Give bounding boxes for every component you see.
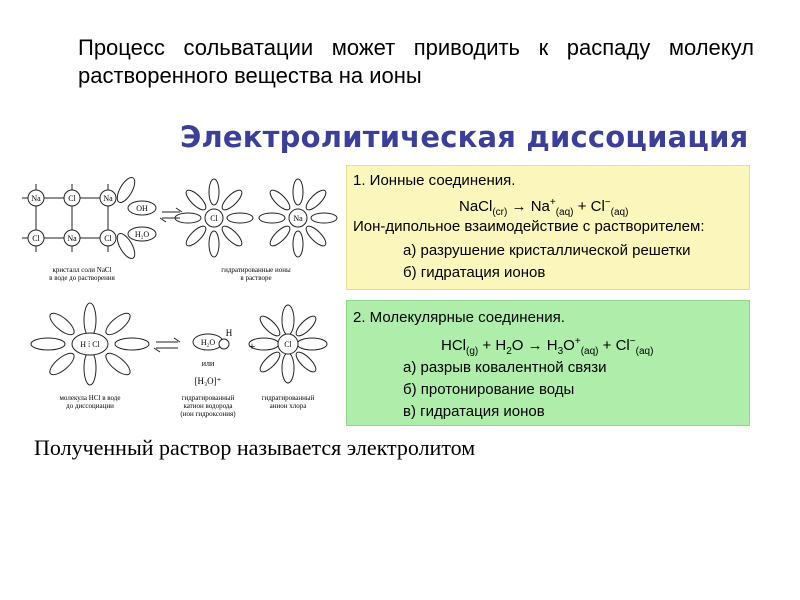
cl-label: Cl xyxy=(32,234,40,243)
molecular-compounds-box: 2. Молекулярные соединения. HCl(g) + H2O… xyxy=(346,300,750,426)
slide-image: Электролитическая диссоциация xyxy=(18,108,752,426)
plus-label: + xyxy=(249,339,256,353)
cl-label: Cl xyxy=(210,214,218,223)
ionic-equation: NaCl(cr) → Na+(aq) + Cl−(aq) xyxy=(459,197,629,218)
nacl-crystal xyxy=(22,177,157,259)
na-label: Na xyxy=(31,194,41,203)
caption: в растворе xyxy=(240,274,271,282)
na-label: Na xyxy=(103,194,113,203)
caption: гидратированные ионы xyxy=(221,266,291,274)
caption: (ион гидроксония) xyxy=(180,410,236,418)
caption: анион хлора xyxy=(270,402,308,410)
caption: до диссоциации xyxy=(66,402,114,410)
caption: гидратированный xyxy=(262,394,315,402)
intro-paragraph: Процесс сольватации может приводить к ра… xyxy=(78,35,754,88)
result-text: Полученный раствор называется электролит… xyxy=(34,435,476,460)
slide-title: Электролитическая диссоциация xyxy=(180,120,749,154)
dissociation-diagrams: Na Cl Na Cl Na Cl OH H₂O Cl Na H ⁞ Cl H₂… xyxy=(22,177,338,418)
hcl-molecule-flower xyxy=(30,302,150,386)
ionic-heading: 1. Ионные соединения. xyxy=(353,172,516,189)
h-label: H xyxy=(226,328,233,338)
caption: молекула HCl в воде xyxy=(60,394,121,402)
or-label: или xyxy=(202,359,215,368)
ion-dipole-text: Ион-дипольное взаимодействие с растворит… xyxy=(353,218,705,235)
hydrated-chloride-flower xyxy=(174,178,254,258)
oh-label: OH xyxy=(136,204,148,213)
hydronium-label: [H₃O]⁺ xyxy=(195,376,222,386)
water-label: H₂O xyxy=(201,338,216,347)
molecular-item-b: б) протонирование воды xyxy=(403,381,575,398)
na-label: Na xyxy=(67,234,77,243)
caption: кристалл соли NaCl xyxy=(52,266,111,274)
caption: катион водорода xyxy=(183,402,233,410)
hydrated-anion-flower xyxy=(248,304,328,384)
water-label: H₂O xyxy=(135,230,150,239)
ionic-compounds-box: 1. Ионные соединения. NaCl(cr) → Na+(aq)… xyxy=(346,165,750,290)
caption: гидратированный xyxy=(182,394,235,402)
hcl-label: H ⁞ Cl xyxy=(80,340,100,349)
cl-label: Cl xyxy=(284,340,292,349)
molecular-item-c: в) гидратация ионов xyxy=(403,403,545,420)
ionic-item-b: б) гидратация ионов xyxy=(403,264,546,281)
ionic-item-a: а) разрушение кристаллической решетки xyxy=(403,242,691,259)
caption: в воде до растворения xyxy=(49,274,115,282)
molecular-heading: 2. Молекулярные соединения. xyxy=(353,309,565,326)
molecular-item-a: а) разрыв ковалентной связи xyxy=(403,359,607,376)
molecular-equation: HCl(g) + H2O → H3O+(aq) + Cl−(aq) xyxy=(441,336,654,357)
cl-label: Cl xyxy=(68,194,76,203)
cl-label: Cl xyxy=(104,234,112,243)
na-label: Na xyxy=(293,214,303,223)
hydrated-sodium-flower xyxy=(258,178,338,258)
